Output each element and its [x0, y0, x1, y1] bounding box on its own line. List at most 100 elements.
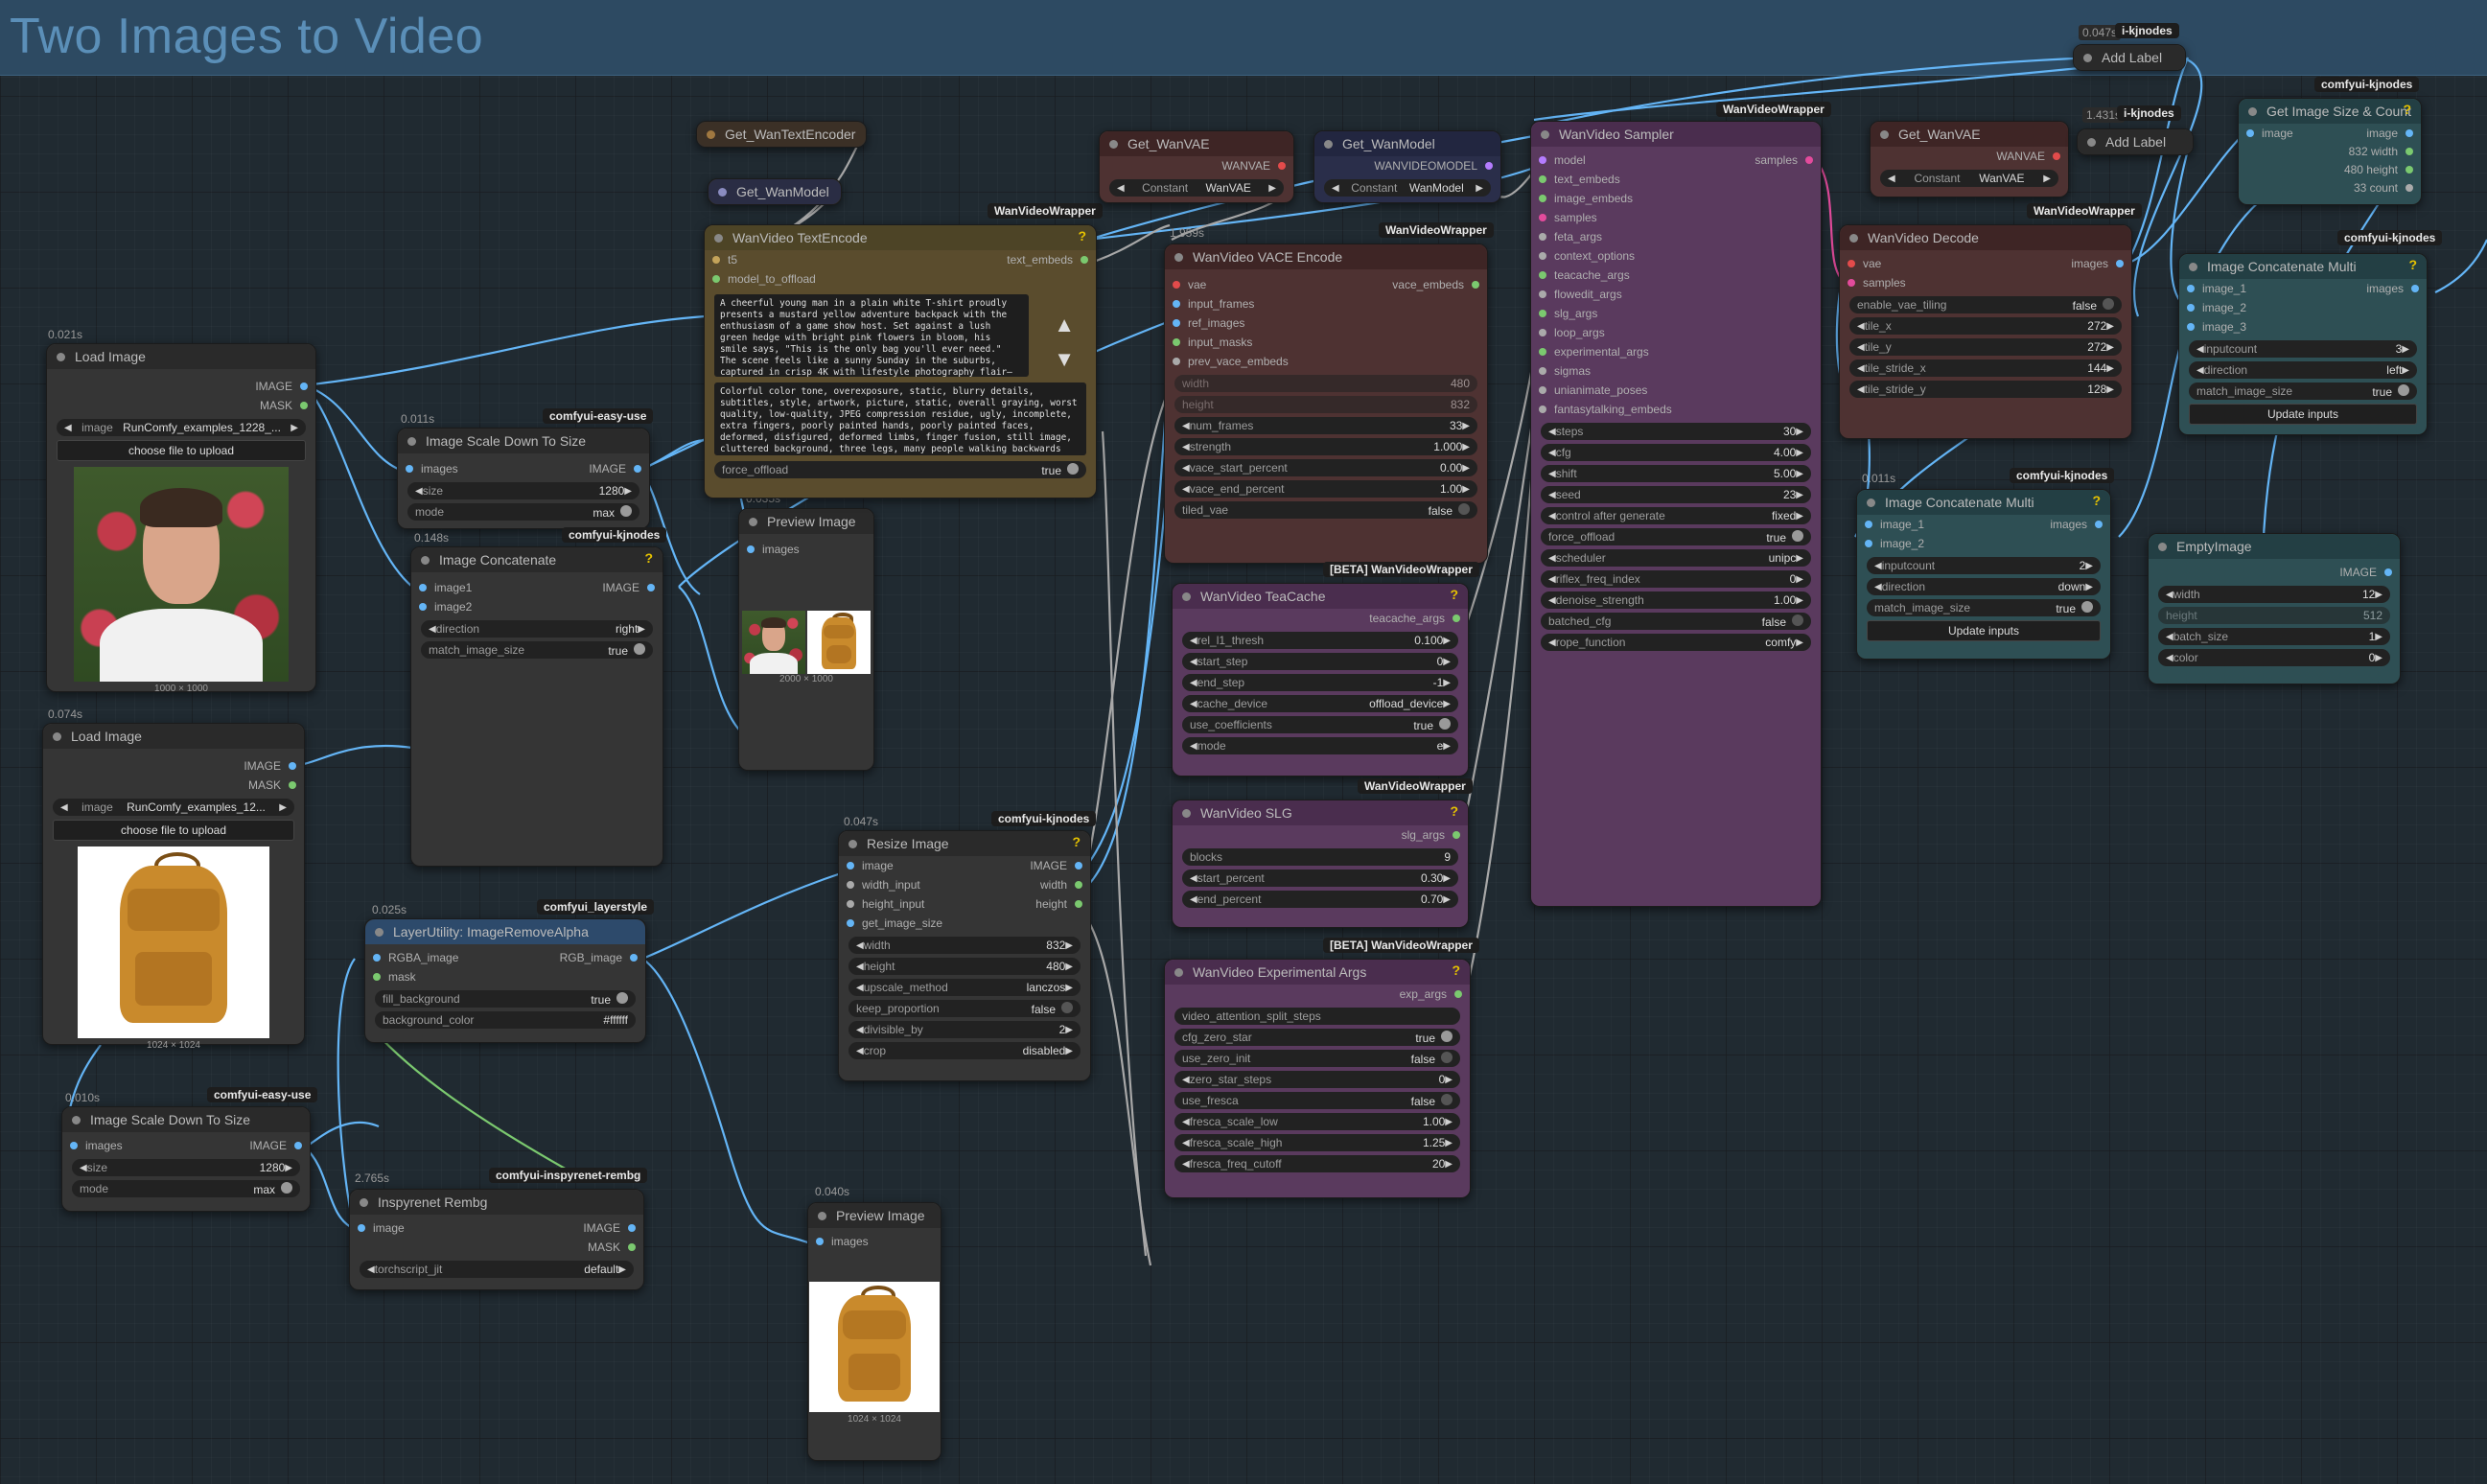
toggle-icon[interactable] [2081, 600, 2093, 613]
toggle-icon[interactable] [1067, 462, 1079, 475]
toggle-icon[interactable] [281, 1181, 292, 1194]
video-attention-split-steps-widget[interactable]: video_attention_split_steps [1174, 1008, 1460, 1025]
output-socket[interactable] [1453, 614, 1460, 622]
toggle-icon[interactable] [1441, 1093, 1453, 1105]
scroll-arrows-icon[interactable]: ▲▼ [1054, 313, 1075, 371]
upload-button[interactable]: choose file to upload [57, 440, 306, 461]
get-wan-text-encoder-node[interactable]: Get_WanTextEncoder [696, 121, 867, 148]
toggle-icon[interactable] [1441, 1051, 1453, 1063]
help-icon[interactable]: ? [1450, 803, 1458, 819]
output-socket[interactable] [2053, 152, 2060, 160]
output-socket[interactable] [1454, 990, 1462, 998]
toggle-icon[interactable] [1792, 529, 1803, 542]
output-socket[interactable] [1805, 156, 1813, 164]
get-wan-model-node[interactable]: Get_WanModel [708, 178, 842, 205]
help-icon[interactable]: ? [1072, 834, 1081, 849]
node-header[interactable]: Load Image [43, 724, 304, 749]
input-socket[interactable] [406, 465, 413, 473]
wanvideo-teacache-node[interactable]: WanVideo TeaCache? teacache_args ◀rel_l1… [1172, 583, 1469, 777]
help-icon[interactable]: ? [2092, 493, 2101, 508]
help-icon[interactable]: ? [1452, 962, 1460, 978]
toggle-icon[interactable] [2398, 383, 2409, 396]
node-header[interactable]: Load Image [47, 344, 315, 369]
toggle-icon[interactable] [1458, 502, 1470, 515]
help-icon[interactable]: ? [644, 550, 653, 566]
update-inputs-button[interactable]: Update inputs [1867, 620, 2101, 641]
group-header[interactable] [0, 0, 2487, 76]
upload-button[interactable]: choose file to upload [53, 820, 294, 841]
output-socket[interactable] [1453, 831, 1460, 839]
toggle-icon[interactable] [620, 504, 632, 517]
toggle-icon[interactable] [1441, 1030, 1453, 1042]
arrow-left-icon[interactable]: ◀ [64, 422, 72, 433]
output-socket[interactable] [289, 762, 296, 770]
output-socket[interactable] [2116, 260, 2124, 267]
node-header[interactable]: WanVideo TextEncode? [705, 225, 1096, 250]
toggle-icon[interactable] [1439, 717, 1451, 730]
preview-image-node-2[interactable]: Preview Image images 1024 × 1024 [807, 1202, 941, 1461]
wanvideo-experimental-args-node[interactable]: WanVideo Experimental Args? exp_args vid… [1164, 959, 1471, 1198]
output-socket[interactable] [634, 465, 641, 473]
arrow-left-icon[interactable]: ◀ [60, 801, 68, 813]
help-icon[interactable]: ? [1450, 587, 1458, 602]
node-header[interactable]: Preview Image [739, 509, 873, 534]
toggle-icon[interactable] [2103, 297, 2114, 310]
add-label-node[interactable]: Add Label [2073, 44, 2186, 71]
help-icon[interactable]: ? [2403, 102, 2411, 117]
input-socket[interactable] [419, 603, 427, 611]
toggle-icon[interactable] [1061, 1001, 1073, 1013]
input-socket[interactable] [419, 584, 427, 591]
